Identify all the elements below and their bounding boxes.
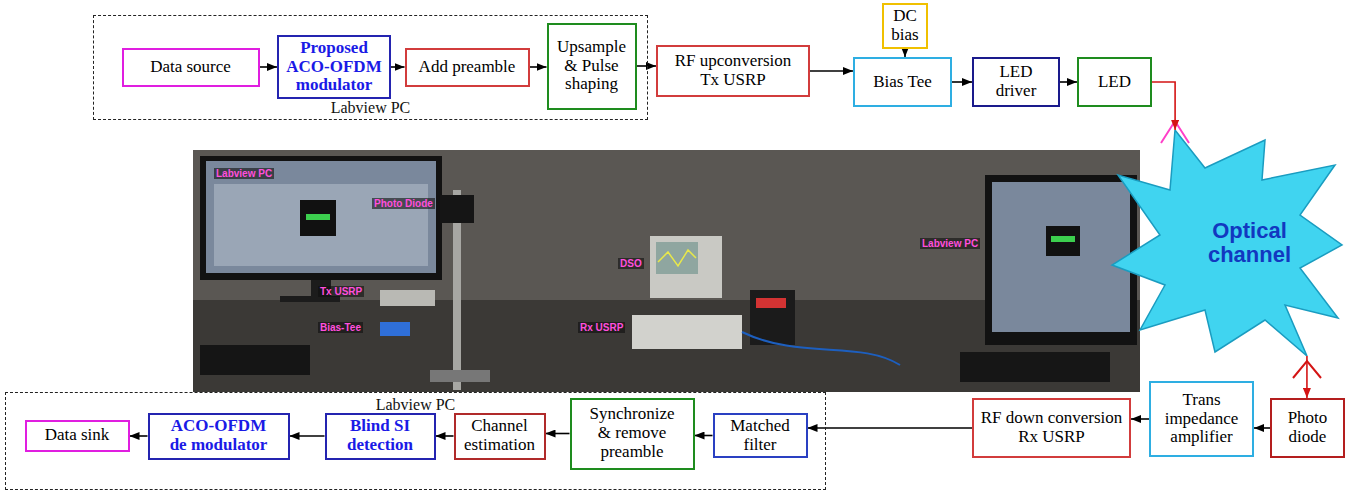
box-label: Bias Tee [873,73,931,92]
monitor-bezel [200,156,442,280]
flow-arrow [1131,418,1149,420]
process-box: LED driver [972,57,1060,107]
oscilloscope-screen [656,242,698,274]
flow-arrow [290,435,325,437]
flow-arrow [1254,427,1270,429]
process-box: RF upconversion Tx USRP [656,45,810,97]
process-box: Data source [122,48,260,87]
process-box: Channel estimation [454,413,546,460]
box-label: Data sink [45,426,110,445]
process-box: Synchronize & remove preamble [570,398,695,470]
photo-wall [193,150,1140,392]
keyboard [960,352,1110,382]
flow-arrow [810,70,853,72]
photo-label: Bias-Tee [318,322,363,333]
photo-label: Labview PC [214,168,274,179]
star-shape [1112,130,1342,356]
box-label: LED [1098,73,1131,92]
box-label: Optical channel [1200,219,1300,267]
group-label: Labview PC [376,396,456,414]
screen-indicator [306,214,330,220]
cable [742,332,900,365]
process-box: DC bias [882,3,928,48]
process-box: Bias Tee [853,57,952,107]
power-supply [750,290,795,345]
monitor-screen [992,182,1130,332]
process-box: Blind SI detection [325,413,436,460]
flow-arrow [546,433,570,435]
bias-tee-device [380,322,410,336]
box-label: RF down conversion Rx USRP [978,409,1125,446]
screen-panel [214,184,428,266]
process-box: Data sink [25,420,130,452]
flow-arrow [391,66,405,68]
screen-display [300,200,336,236]
group-box: Labview PC Data source Proposed ACO-OFDM m… [93,15,648,120]
photo-label: Tx USRP [318,286,364,297]
box-label: Upsample & Pulse shaping [553,38,631,94]
pole-base [430,370,490,382]
flow-arrow [436,435,454,437]
monitor-screen [206,161,436,273]
process-box: Photo diode [1270,398,1345,458]
box-label: Channel estimation [460,417,540,454]
screen-indicator [1051,236,1075,242]
photo-label: Rx USRP [578,322,625,333]
lab-photo [193,150,1140,392]
process-box: Matched filter [713,413,808,458]
process-box: Trans impedance amplifier [1149,381,1254,457]
box-label: RF upconversion Tx USRP [669,52,797,89]
box-label: LED driver [986,63,1046,100]
process-box: Add preamble [405,48,530,87]
photo-label: Labview PC [920,238,980,249]
box-label: Synchronize & remove preamble [582,405,682,461]
group-label: Labview PC [331,99,411,117]
box-label: Matched filter [723,417,798,454]
box-label: Proposed ACO-OFDM modulator [284,39,384,95]
photodiode-holder [440,195,474,223]
supply-display [756,298,786,308]
oscilloscope [650,236,722,298]
flow-arrow [1152,82,1175,130]
process-box: RF down conversion Rx USRP [972,398,1131,458]
box-label: Blind SI detection [335,417,425,454]
group-box: Labview PC Data sink ACO-OFDM de modulator… [5,392,826,490]
screen-display [1046,226,1080,256]
flow-arrow [530,66,547,68]
flow-arrow [130,435,148,437]
box-label: DC bias [888,7,922,44]
channel-star: Optical channel [1110,130,1345,356]
flow-arrow [808,427,973,429]
monitor-bezel [985,175,1137,345]
keyboard [200,345,310,375]
process-box: LED [1077,57,1152,107]
tx-usrp-device [380,290,435,306]
box-label: Trans impedance amplifier [1156,391,1248,447]
flow-arrow [904,49,906,57]
box-label: Add preamble [419,58,516,77]
box-label: Photo diode [1278,409,1338,446]
flow-arrow [637,65,657,67]
flow-arrow [1306,356,1308,398]
box-label: Data source [150,58,231,77]
process-box: Proposed ACO-OFDM modulator [277,35,391,99]
photo-label: Photo Diode [372,198,435,209]
scope-trace [658,250,696,266]
flow-arrow [1060,81,1077,83]
rx-usrp-device [632,315,742,349]
flow-arrow [695,435,713,437]
process-box: ACO-OFDM de modulator [148,413,290,460]
process-box: Upsample & Pulse shaping [547,23,637,110]
photo-label: DSO [618,258,644,269]
flow-arrow [260,66,278,68]
box-label: ACO-OFDM de modulator [166,417,271,454]
flow-arrow [952,81,972,83]
